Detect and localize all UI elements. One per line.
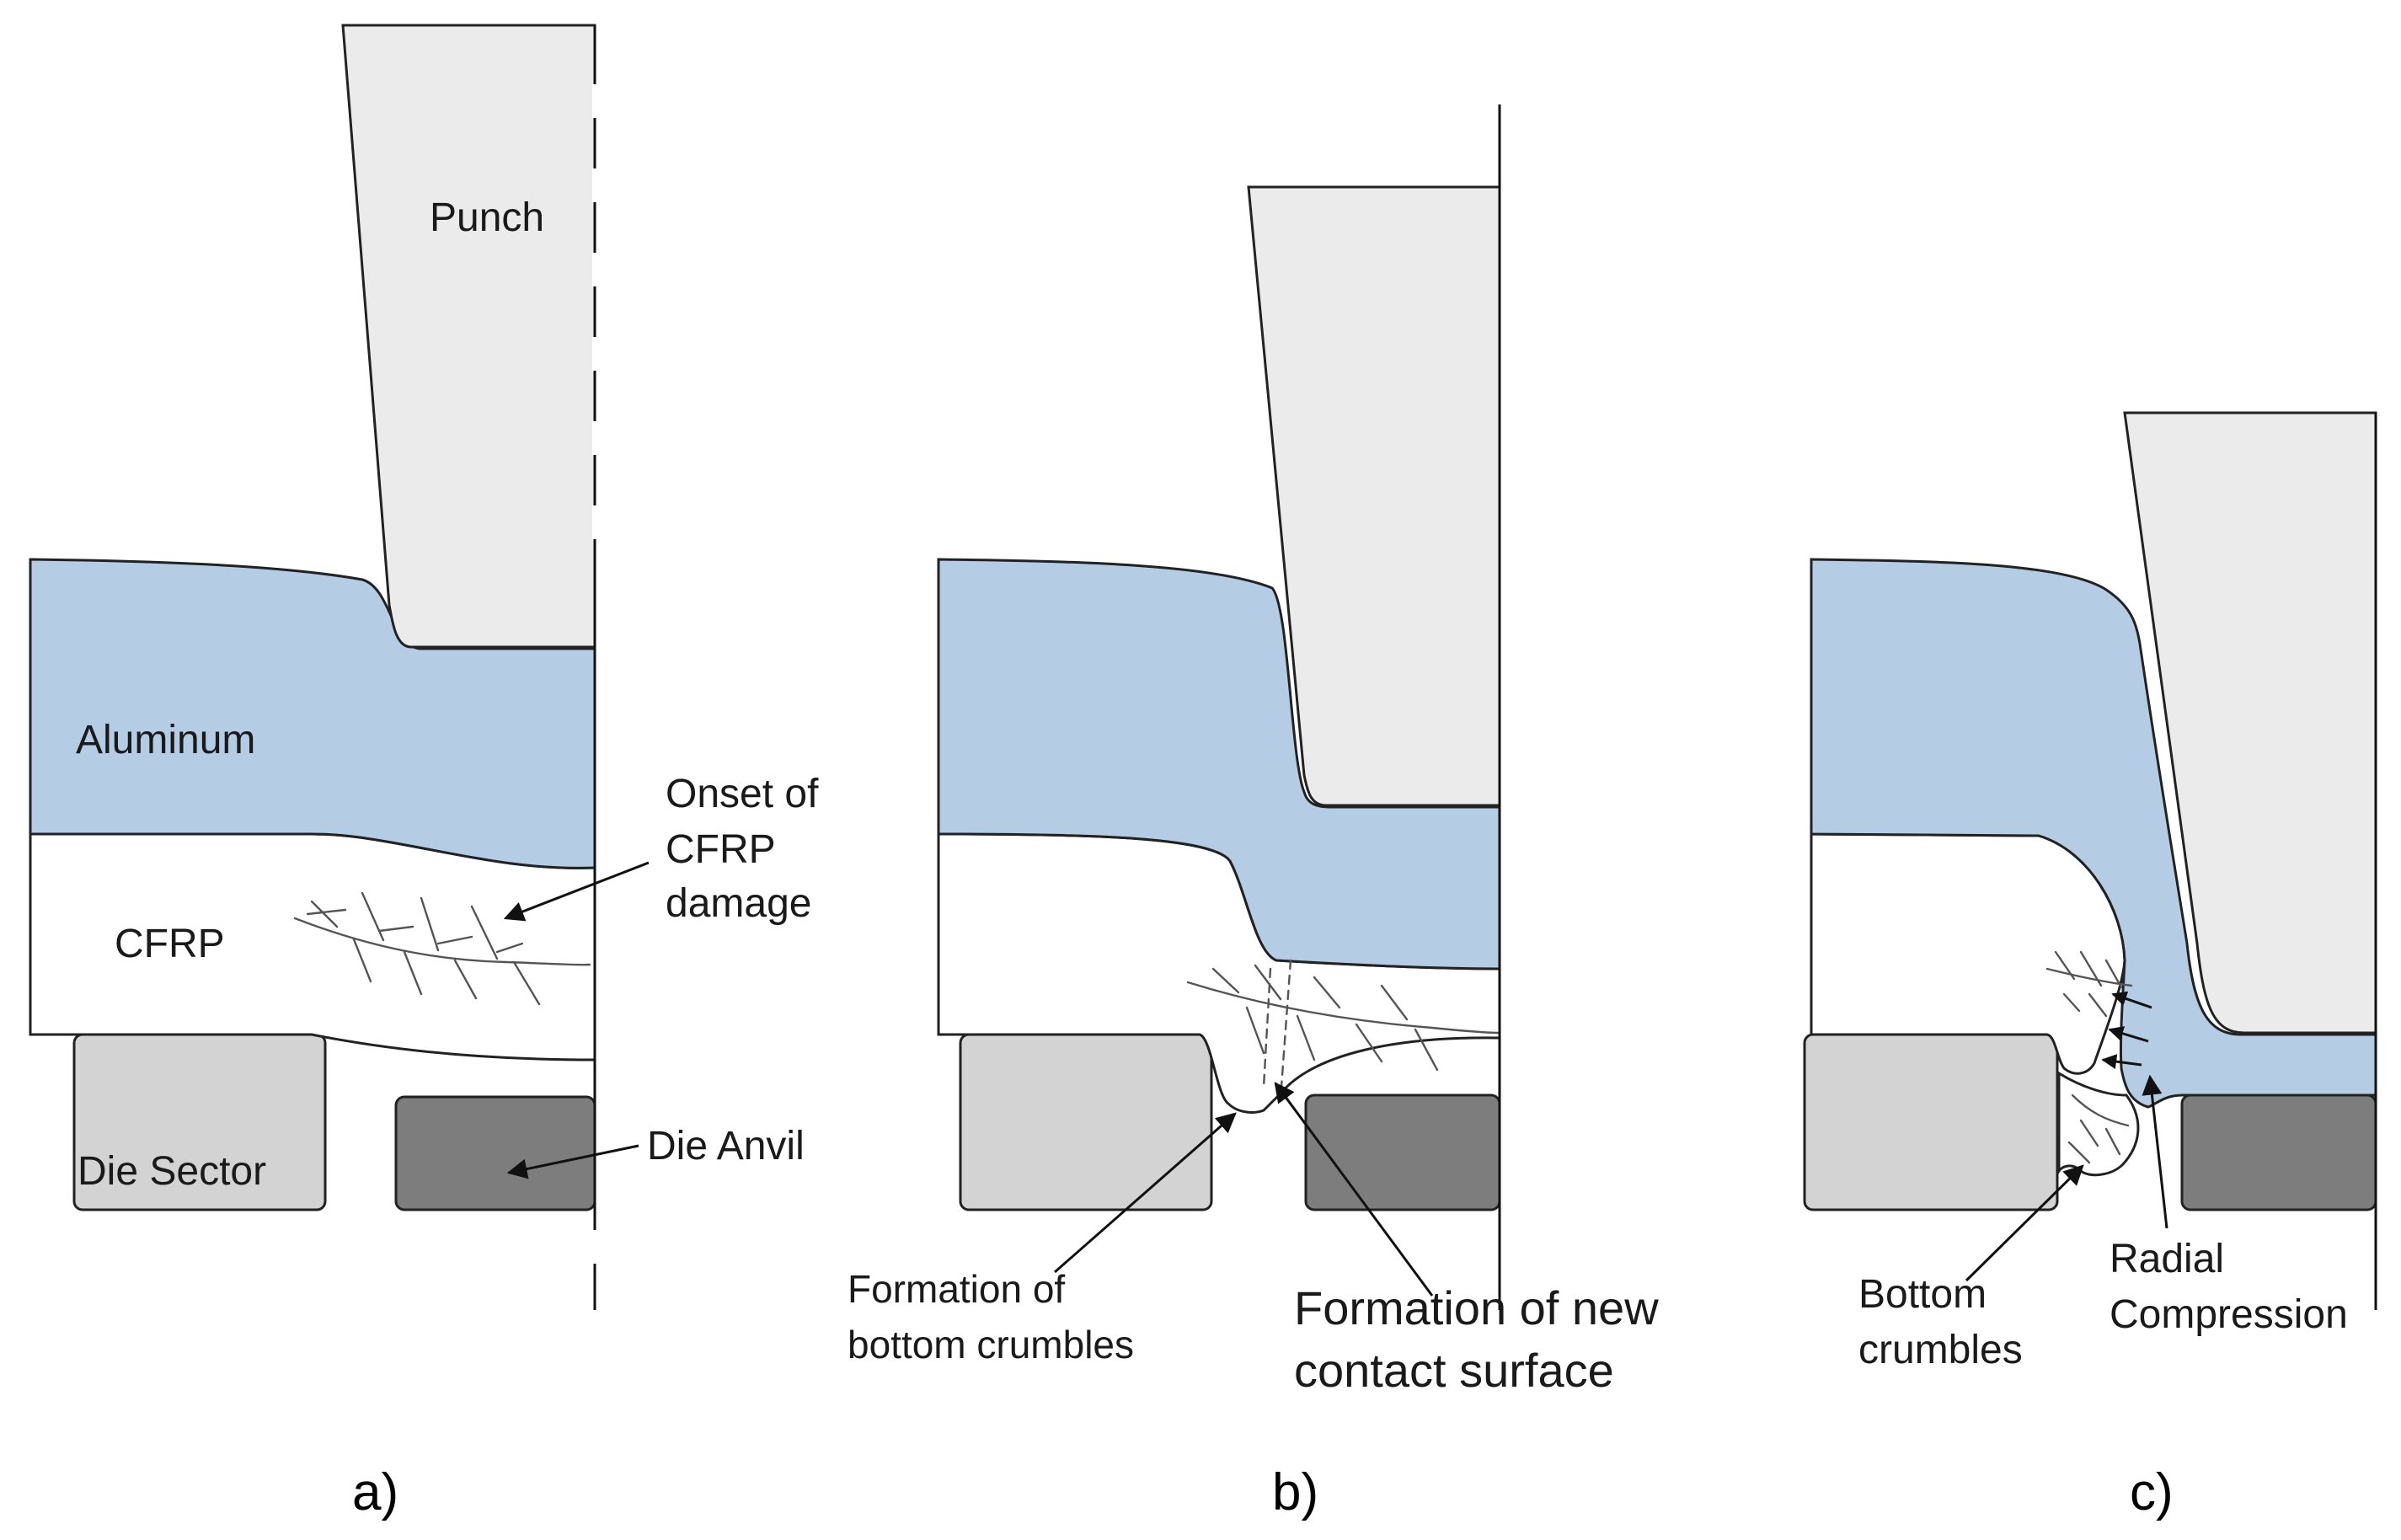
crumbles-label-b-line1: Formation of xyxy=(848,1267,1065,1311)
radial-arrow-1 xyxy=(2111,991,2152,1009)
aluminum-layer-c xyxy=(1810,558,2377,1109)
panel-b: Formation of bottom crumbles Formation o… xyxy=(848,104,1659,1521)
panel-c: Bottom crumbles Radial Compression c) xyxy=(1803,411,2377,1521)
die-anvil xyxy=(394,1095,596,1211)
damage-label-line3: damage xyxy=(666,881,811,926)
cfrp-crack-lines-c xyxy=(2045,950,2133,1164)
cfrp-crack-lines-b xyxy=(1186,959,1501,1100)
bottom-crumbles-arrow xyxy=(1965,1164,2084,1282)
punch-b xyxy=(1247,185,1501,807)
punch-c xyxy=(2123,411,2377,1035)
caption-b: b) xyxy=(1272,1463,1318,1521)
cfrp-crack-lines xyxy=(293,891,591,1006)
radial-arrow-2 xyxy=(2108,1026,2149,1043)
damage-label-line2: CFRP xyxy=(666,827,776,872)
punch xyxy=(341,24,596,649)
contact-arrow xyxy=(1274,1082,1434,1297)
die-anvil-label: Die Anvil xyxy=(647,1124,805,1168)
crumbles-label-b-line2: bottom crumbles xyxy=(848,1323,1134,1366)
cfrp-label: CFRP xyxy=(115,922,225,966)
die-sector-c xyxy=(1803,1033,2059,1211)
radial-compression-arrow xyxy=(2142,1074,2168,1229)
aluminum-label: Aluminum xyxy=(76,718,255,762)
damage-label-line1: Onset of xyxy=(666,772,819,816)
damage-arrow xyxy=(503,861,650,922)
die-anvil-b xyxy=(1304,1094,1501,1211)
bottom-crumbles-label-line1: Bottom xyxy=(1858,1272,1987,1317)
radial-arrow-3 xyxy=(2101,1054,2142,1070)
die-anvil-c xyxy=(2180,1094,2377,1211)
contact-label-line1: Formation of new xyxy=(1294,1281,1659,1334)
contact-label-line2: contact surface xyxy=(1294,1344,1614,1397)
radial-compression-label-line1: Radial xyxy=(2110,1237,2224,1281)
caption-c: c) xyxy=(2130,1463,2174,1521)
panel-a: Punch Aluminum CFRP Onset of CFRP damage… xyxy=(29,24,819,1521)
caption-a: a) xyxy=(352,1463,398,1521)
radial-compression-label-line2: Compression xyxy=(2110,1292,2348,1337)
die-sector-b xyxy=(959,1033,1213,1211)
crumbles-arrow xyxy=(1054,1112,1237,1274)
die-anvil-arrow xyxy=(506,1144,639,1179)
punch-label: Punch xyxy=(430,195,544,240)
die-sector-label: Die Sector xyxy=(78,1149,266,1194)
bottom-crumbles-label-line2: crumbles xyxy=(1858,1328,2023,1372)
